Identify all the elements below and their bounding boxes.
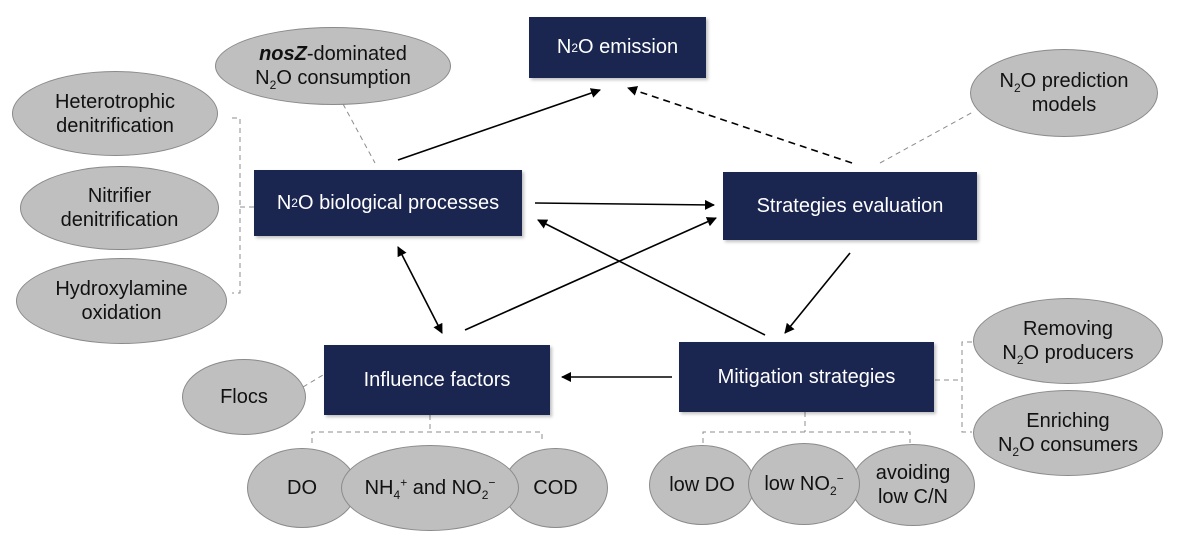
mitigation-strategies-box: Mitigation strategies	[679, 342, 934, 412]
hydroxylamine-oxidation-oval: Hydroxylamine oxidation	[16, 258, 227, 344]
low-no2-label: low NO2−	[764, 471, 844, 498]
bracket-mitigation-right	[961, 341, 972, 433]
enriching-line-2-post: O consumers	[1019, 434, 1139, 456]
cod-oval: COD	[503, 448, 608, 528]
enriching-line-1: Enriching	[1026, 410, 1110, 432]
nh4-no2-label: NH4+ and NO2−	[364, 475, 496, 502]
arrow-evaluation-to-emission-dashed	[627, 86, 853, 164]
arrow-bio-influence-bidirectional	[397, 246, 443, 334]
bio-text: N	[276, 191, 292, 214]
low-no2-subscript: 2	[829, 484, 837, 498]
arrow-bio-to-emission	[397, 88, 601, 161]
low-do-oval: low DO	[649, 445, 755, 525]
arrow-mitigation-to-bio	[537, 219, 766, 336]
avoiding-line-1: avoiding	[875, 462, 951, 484]
removing-line-2-sub: 2	[1016, 353, 1024, 367]
enriching-line-2-pre: N	[997, 434, 1013, 456]
nosz-line-2-sub: 2	[269, 78, 277, 92]
enriching-line-2-sub: 2	[1012, 445, 1020, 459]
do-oval: DO	[247, 448, 357, 528]
connector-prediction	[879, 111, 974, 164]
nosz-line-2: N2O consumption	[255, 66, 411, 92]
influence-factors-label: Influence factors	[363, 368, 511, 391]
prediction-line-1-sub: 2	[1013, 81, 1021, 95]
nh4-subscript: 4	[393, 488, 401, 502]
heterotrophic-denitrification-oval: Heterotrophic denitrification	[12, 71, 218, 156]
mitigation-strategies-label: Mitigation strategies	[717, 365, 896, 388]
no2-superscript: −	[488, 475, 496, 490]
flocs-oval: Flocs	[182, 359, 306, 435]
emission-text: N	[556, 36, 572, 58]
nitrifier-line-2: denitrification	[60, 209, 179, 231]
nh4-superscript: +	[400, 475, 408, 490]
low-no2-superscript: −	[836, 471, 844, 486]
enriching-n2o-consumers-oval: Enriching N2O consumers	[973, 390, 1163, 476]
nh4-no2-oval: NH4+ and NO2−	[341, 445, 519, 531]
nosz-line-1-rest: -dominated	[306, 43, 407, 65]
removing-line-1: Removing	[1022, 318, 1114, 340]
avoiding-line-2: low C/N	[877, 486, 948, 508]
nosz-gene-label: nosZ	[259, 43, 307, 65]
bracket-mitigation-bottom	[702, 431, 911, 443]
connector-nosz	[342, 103, 376, 164]
connector-flocs	[302, 374, 324, 388]
influence-factors-box: Influence factors	[324, 345, 550, 415]
prediction-line-2: models	[1031, 94, 1097, 116]
prediction-line-1-pre: N	[999, 70, 1014, 92]
no2-subscript: 2	[481, 488, 489, 502]
hetero-line-2: denitrification	[56, 114, 174, 137]
nh4-mid-text: and NO	[407, 477, 482, 499]
enriching-line-2: N2O consumers	[997, 433, 1139, 459]
arrow-evaluation-to-mitigation	[784, 252, 851, 334]
removing-n2o-producers-oval: Removing N2O producers	[973, 298, 1163, 384]
emission-text-rest: O emission	[578, 36, 679, 58]
hydroxyl-line-1: Hydroxylamine	[55, 278, 188, 300]
hydroxyl-line-2: oxidation	[81, 302, 162, 324]
nosz-consumption-oval: nosZ-dominated N2O consumption	[215, 27, 451, 105]
do-label: DO	[287, 477, 317, 499]
strategies-evaluation-label: Strategies evaluation	[756, 194, 944, 217]
nosz-line-2-pre: N	[255, 67, 270, 89]
low-no2-text: low NO	[764, 473, 830, 495]
nosz-line-2-post: O consumption	[276, 67, 411, 89]
nosz-line-1: nosZ-dominated	[259, 42, 407, 66]
cod-label: COD	[533, 477, 578, 499]
removing-line-2-pre: N	[1002, 342, 1017, 364]
arrow-bio-to-evaluation	[534, 199, 715, 210]
bracket-influence-bottom	[311, 431, 543, 443]
nitrifier-denitrification-oval: Nitrifier denitrification	[20, 166, 219, 250]
strategies-evaluation-box: Strategies evaluation	[723, 172, 977, 240]
removing-line-2-post: O producers	[1023, 342, 1134, 364]
nitrifier-line-1: Nitrifier	[87, 185, 152, 207]
prediction-line-1: N2O prediction	[999, 69, 1129, 95]
nh4-text: NH	[364, 477, 394, 499]
flocs-label: Flocs	[220, 386, 268, 408]
n2o-prediction-models-oval: N2O prediction models	[970, 49, 1158, 137]
removing-line-2: N2O producers	[1002, 341, 1134, 367]
low-no2-oval: low NO2−	[748, 443, 860, 525]
bracket-left-processes	[232, 117, 241, 294]
bio-text-rest: O biological processes	[297, 191, 500, 214]
avoiding-low-cn-oval: avoiding low C/N	[851, 444, 975, 526]
prediction-line-1-post: O prediction	[1020, 70, 1129, 92]
arrow-influence-to-evaluation	[464, 217, 717, 331]
low-do-label: low DO	[669, 474, 735, 496]
hetero-line-1: Heterotrophic	[54, 90, 176, 113]
